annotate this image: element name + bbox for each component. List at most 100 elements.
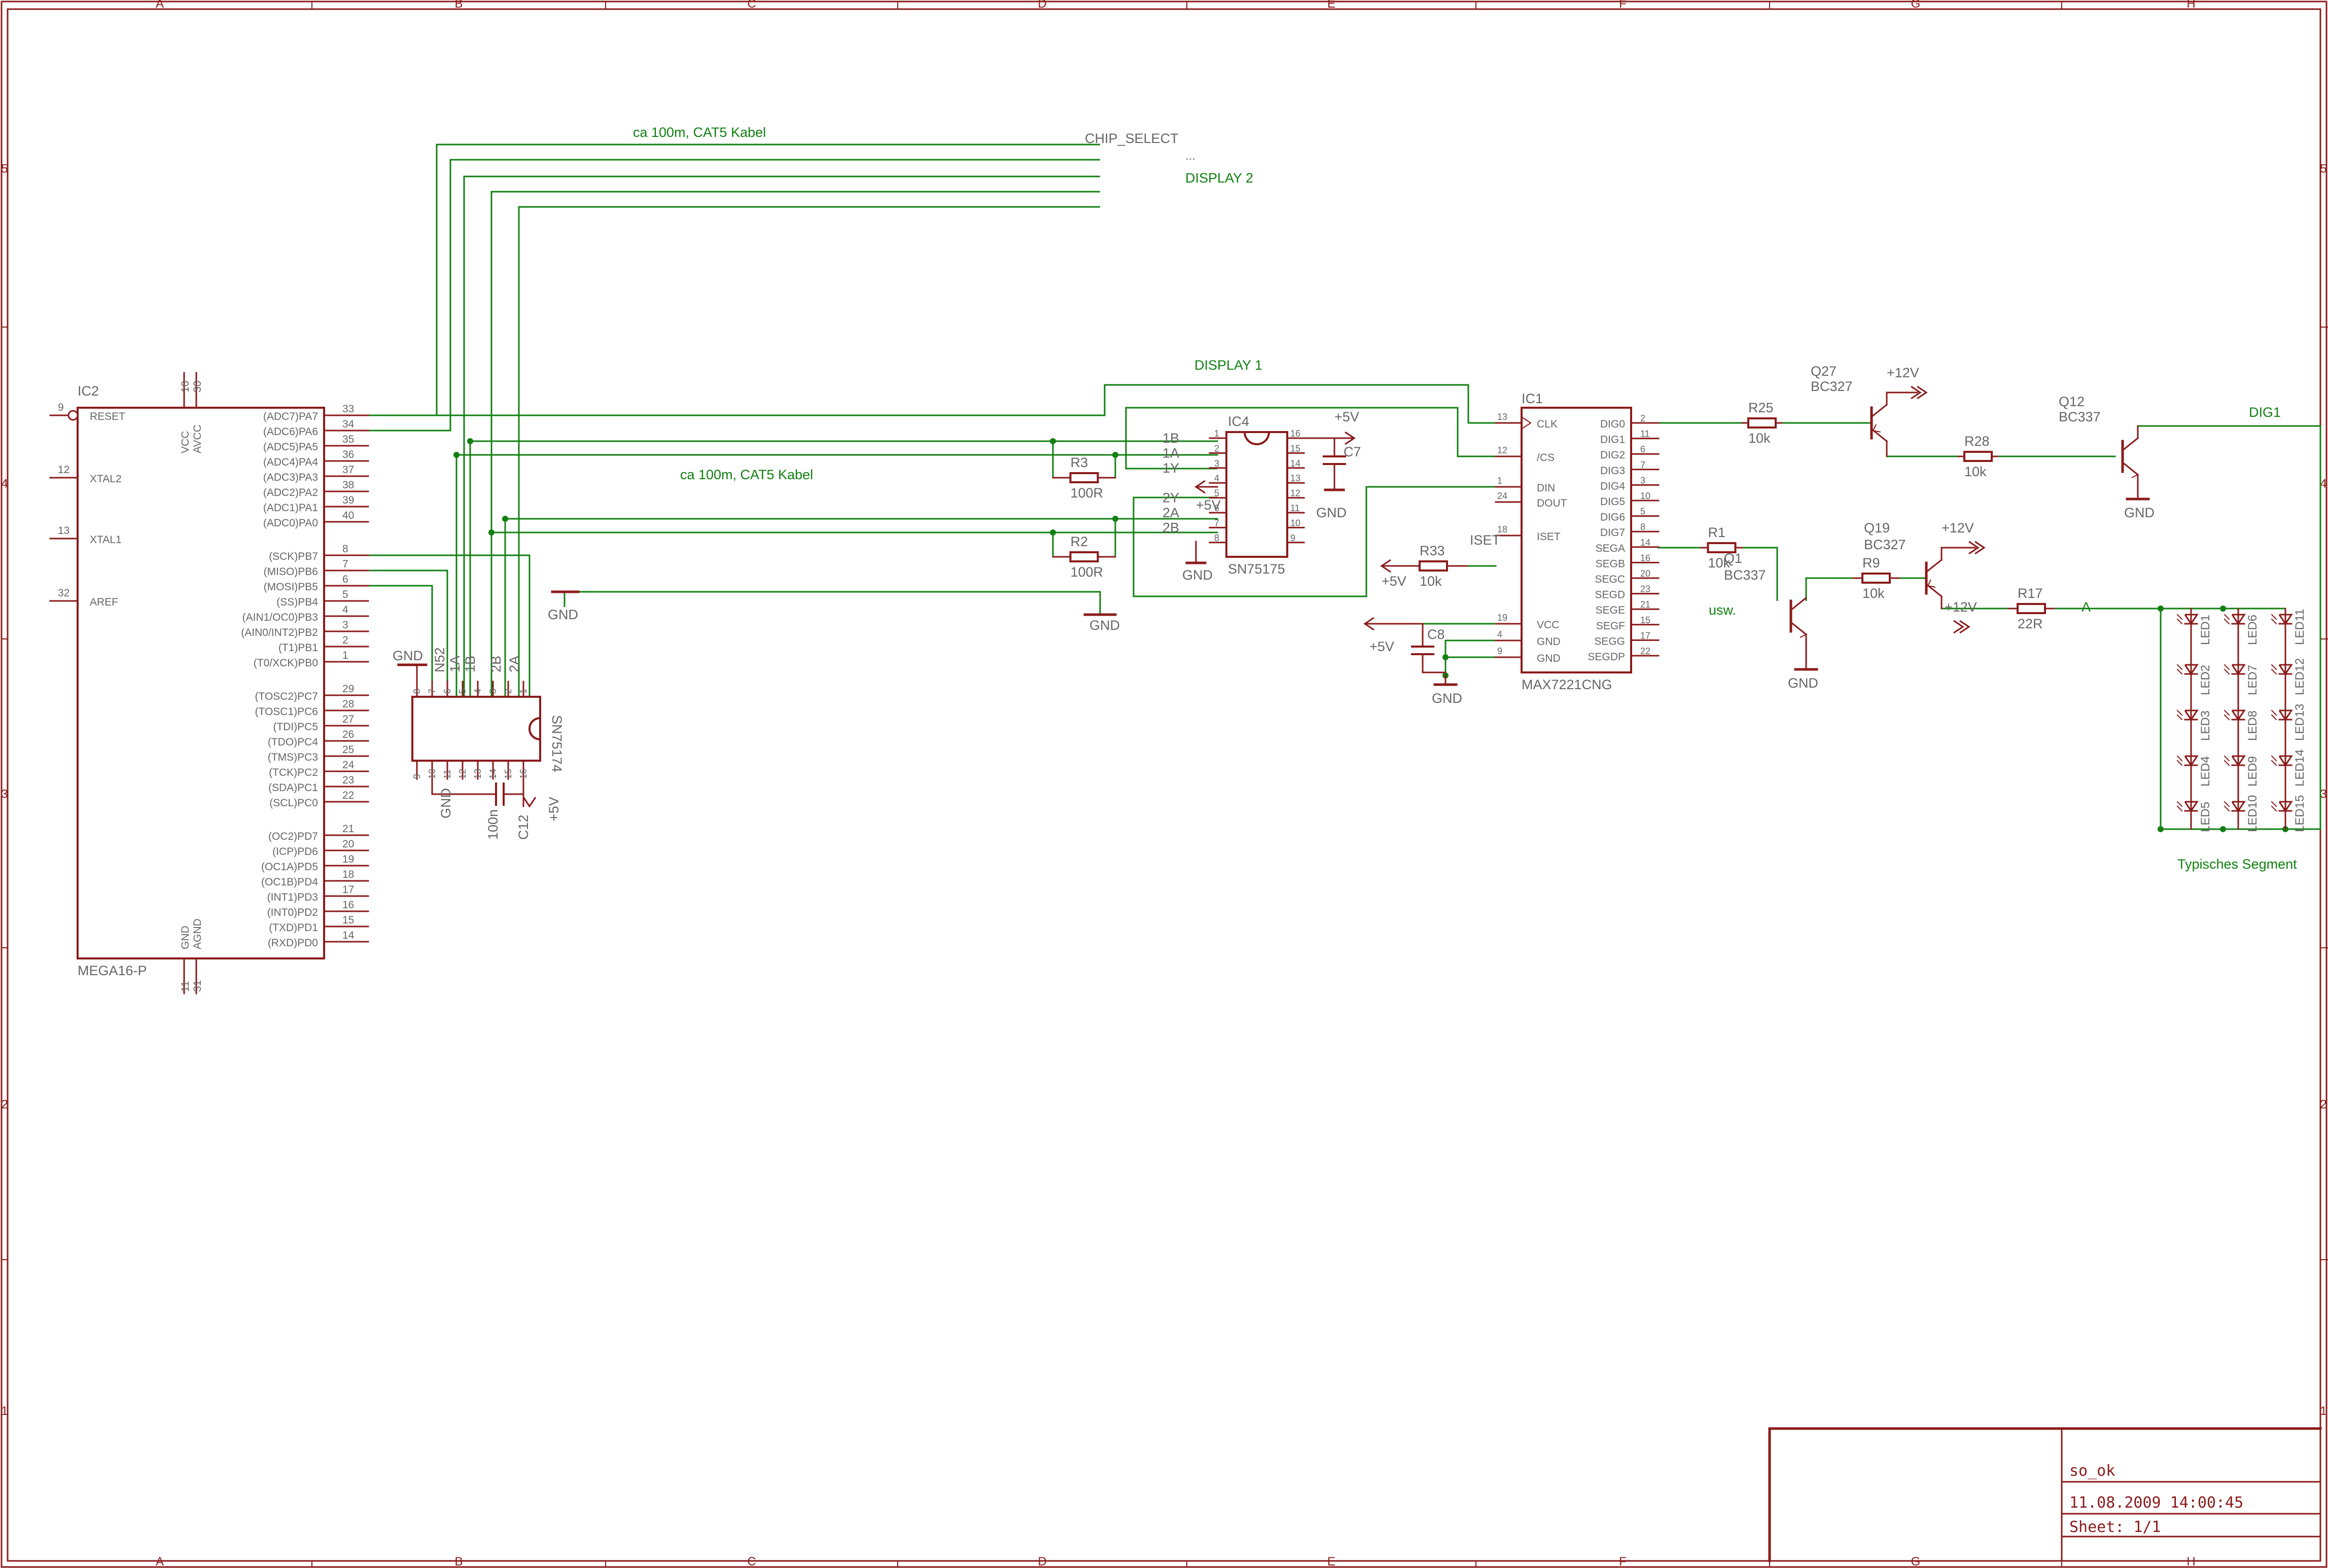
led-col2-1-ray xyxy=(2224,664,2230,670)
ic2-pin-num: 38 xyxy=(342,479,354,491)
ic2-pin-num: 37 xyxy=(342,464,354,476)
r28 xyxy=(1963,451,1993,462)
led-label: LED4 xyxy=(2199,756,2212,787)
ic1-pin-name: DIG0 xyxy=(1600,418,1625,430)
supply-label: +12V xyxy=(1945,599,1977,615)
ic1-pin-name: DIG6 xyxy=(1600,512,1625,523)
ic2-pin-num: 12 xyxy=(58,464,69,476)
r33-value: 10k xyxy=(1420,574,1442,589)
ic2-pin-name: (TOSC1)PC6 xyxy=(255,706,318,718)
ic2-pin-name: GND xyxy=(180,925,191,949)
ic1-pin-name: SEGD xyxy=(1595,589,1625,601)
ic2-pin-name: (SCL)PC0 xyxy=(269,797,318,809)
net-r1-q1 xyxy=(1742,547,1778,601)
ic2-pin-name: (MISO)PB6 xyxy=(264,566,318,578)
ic1-pin-num: 19 xyxy=(1497,613,1507,623)
ic1-pin-name: ISET xyxy=(1537,531,1561,543)
ic2-pin-num: 27 xyxy=(342,714,354,725)
r33 xyxy=(1419,560,1448,572)
ic2-pin-num: 33 xyxy=(342,403,354,415)
ic1-pin-name: DIG7 xyxy=(1600,527,1625,539)
led-label: LED12 xyxy=(2293,658,2307,695)
row-label: 4 xyxy=(2320,477,2326,491)
r9-value: 10k xyxy=(1862,586,1885,601)
junction-dot xyxy=(2158,605,2164,612)
ic2-pin-num: 22 xyxy=(342,790,354,801)
r17 xyxy=(2017,603,2046,614)
supply-arrow xyxy=(522,797,537,808)
column-label: D xyxy=(1038,0,1046,11)
ic1-pin-name: DIG4 xyxy=(1600,480,1625,492)
ic1-pin-num: 13 xyxy=(1497,412,1507,422)
sn75174-pin-num: 10 xyxy=(427,769,437,779)
ic2-pin-name: (ICP)PD6 xyxy=(272,846,318,858)
ic4-pin-num: 13 xyxy=(1290,473,1300,483)
sn75174-pin-label: 2B xyxy=(488,656,504,672)
supply-label: +5V xyxy=(1369,639,1394,654)
q27-value: BC327 xyxy=(1811,379,1853,394)
ic1-pin-num: 1 xyxy=(1497,476,1502,486)
ic1-pin-name: DIG5 xyxy=(1600,496,1625,508)
ic2-pin-name: (ADC5)PA5 xyxy=(263,441,318,453)
ic2-pin-num: 17 xyxy=(342,884,354,896)
ic2-pin-num: 23 xyxy=(342,774,354,786)
ic2-pin-num: 7 xyxy=(342,558,348,570)
ic2-pin-num: 40 xyxy=(342,510,354,521)
ic2-pin-num: 1 xyxy=(342,650,348,661)
sn75174-pin-num: 14 xyxy=(488,769,498,779)
r33-ref: R33 xyxy=(1420,543,1445,558)
q27-ref: Q27 xyxy=(1811,364,1837,379)
ic2-value: MEGA16-P xyxy=(78,963,147,978)
led-col2-2-ray xyxy=(2224,714,2230,721)
led-col2-4 xyxy=(2231,801,2246,812)
iset-label: ISET xyxy=(1470,532,1500,548)
led-col1-1 xyxy=(2184,664,2199,675)
ic2-pin-name: AVCC xyxy=(192,424,203,453)
ic2-pin-name: (TCK)PC2 xyxy=(269,767,318,778)
ic1-pin-name: DIG1 xyxy=(1600,434,1625,446)
ic4-value: SN75175 xyxy=(1228,561,1285,577)
inner-border xyxy=(7,8,2321,1562)
sn75174-pin-num: 12 xyxy=(457,769,468,779)
ic2-pin-name: (ADC3)PA3 xyxy=(263,472,318,483)
led-col3-0 xyxy=(2278,614,2293,625)
column-label: F xyxy=(1619,1555,1627,1568)
row-label: 5 xyxy=(1,162,8,176)
led-col2-3-ray xyxy=(2224,755,2230,762)
components xyxy=(49,372,2293,994)
row-label: 2 xyxy=(1,1098,8,1112)
led-col1-2-ray xyxy=(2176,709,2183,716)
led-col1-2-ray xyxy=(2176,714,2183,721)
column-label: G xyxy=(1911,0,1921,11)
led-label: LED3 xyxy=(2199,710,2212,741)
led-col1-1-ray xyxy=(2176,664,2183,670)
ic1-pin-num: 10 xyxy=(1640,491,1650,501)
ic4-pin-num: 4 xyxy=(1214,473,1219,483)
ic2-pin-num: 14 xyxy=(342,930,355,941)
r28-ref: R28 xyxy=(1964,434,1990,449)
column-label: C xyxy=(747,1555,756,1568)
led-col1-0 xyxy=(2184,614,2199,625)
r3-ref: R3 xyxy=(1071,455,1088,470)
r2-ref: R2 xyxy=(1071,534,1088,549)
led-col3-4-ray xyxy=(2271,805,2277,812)
led-col2-2-ray xyxy=(2224,709,2230,716)
r25-ref: R25 xyxy=(1748,400,1774,415)
sn75174-pin-num: 4 xyxy=(473,689,483,694)
supply-arrow xyxy=(1917,385,1928,400)
led-col3-0-ray xyxy=(2271,614,2277,620)
net-1a xyxy=(463,175,1100,697)
led-col2-0-ray xyxy=(2224,618,2230,625)
ic2-body xyxy=(77,407,325,959)
title-sheet: Sheet: 1/1 xyxy=(2069,1518,2161,1536)
ic2-pin-num: 36 xyxy=(342,449,354,460)
cable-label: ca 100m, CAT5 Kabel xyxy=(680,467,813,482)
ic1-pin-name: SEGG xyxy=(1594,635,1625,647)
led-col1-0-ray xyxy=(2176,618,2183,625)
ic2-pin-num: 4 xyxy=(342,604,348,616)
row-label: 4 xyxy=(1,477,8,491)
ic4-pin-label: 1Y xyxy=(1162,460,1179,476)
ic2-pin-name: (T0/XCK)PB0 xyxy=(254,657,318,669)
r25 xyxy=(1747,417,1777,429)
net-sck xyxy=(368,554,531,697)
